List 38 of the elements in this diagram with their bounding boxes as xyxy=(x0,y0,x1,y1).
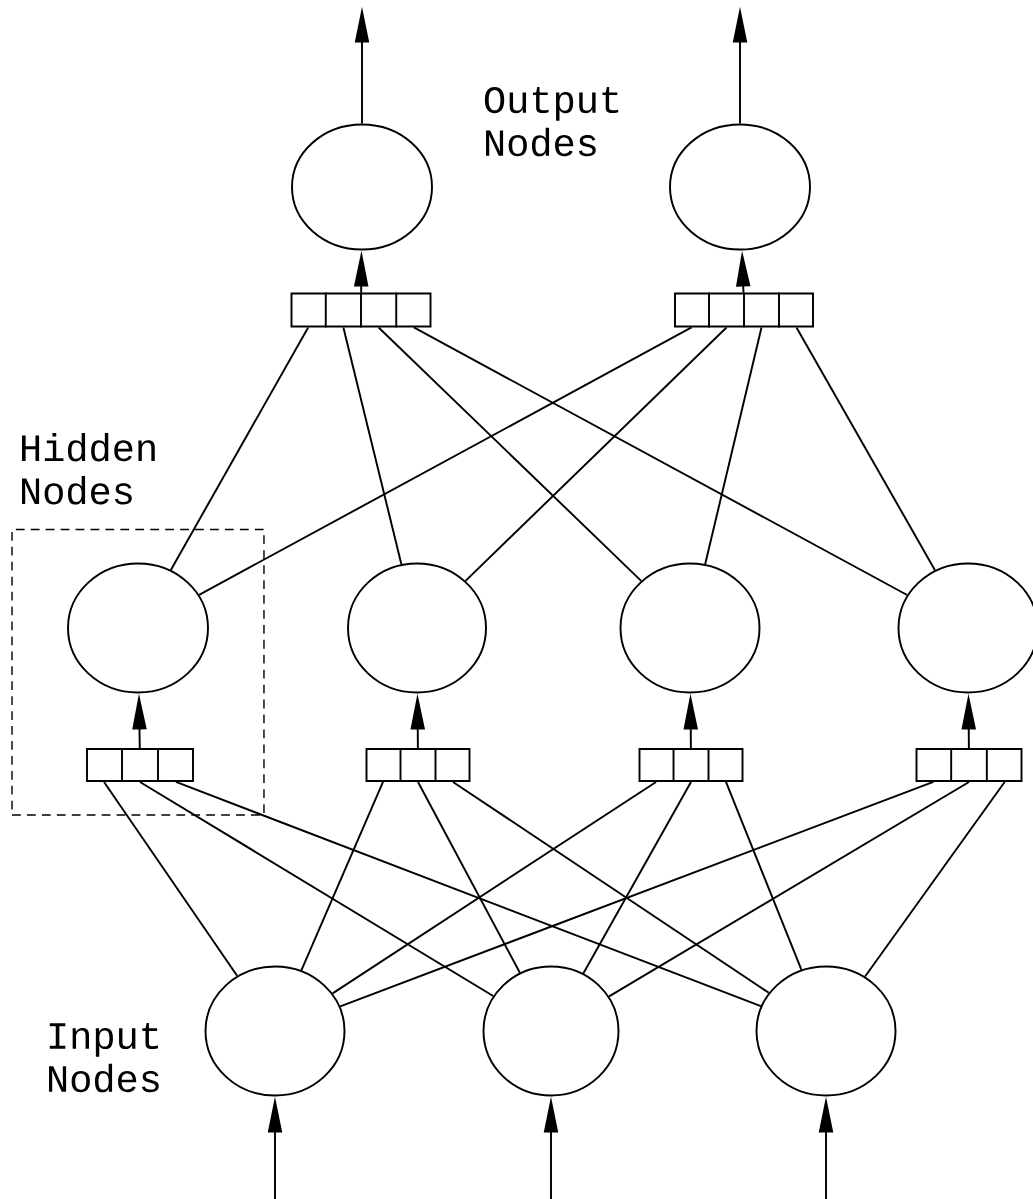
weight-vector-box xyxy=(290,291,432,329)
connection-line xyxy=(864,781,1006,978)
connection-line xyxy=(169,326,310,571)
connection-line xyxy=(300,781,384,972)
connection-line xyxy=(342,326,403,566)
weight-vector-box xyxy=(86,747,194,783)
neuron-circle xyxy=(347,562,487,694)
connection-line xyxy=(417,781,521,974)
neuron-circle xyxy=(67,562,209,694)
weight-vector-box xyxy=(365,747,471,783)
weight-vector-box xyxy=(638,747,744,783)
neuron-circle xyxy=(669,123,811,251)
connection-line xyxy=(175,781,762,1007)
connection-line xyxy=(704,326,763,566)
neuron-circle xyxy=(204,965,346,1097)
connection-line xyxy=(464,326,728,582)
connection-line xyxy=(452,781,770,994)
connection-line xyxy=(582,781,692,975)
connection-line xyxy=(725,781,803,971)
layer-label: Hidden Nodes xyxy=(22,432,155,505)
neuron-circle xyxy=(291,123,433,251)
connection-line xyxy=(339,781,935,1008)
connection-line xyxy=(331,781,657,995)
connection-line xyxy=(198,326,693,596)
weight-vector-box xyxy=(915,747,1023,783)
layer-label: Input Nodes xyxy=(49,1022,159,1093)
connection-line xyxy=(103,781,239,977)
weight-vector-box xyxy=(674,291,814,329)
connection-line xyxy=(139,781,495,997)
neuron-circle xyxy=(755,965,897,1097)
neuron-circle xyxy=(482,965,620,1097)
neuron-circle xyxy=(619,562,761,694)
connection-line xyxy=(377,326,643,582)
connection-line xyxy=(412,326,909,596)
connection-line xyxy=(608,781,970,998)
connection-line xyxy=(795,326,936,572)
layer-label: Output Nodes xyxy=(484,86,619,157)
dashed-frame xyxy=(11,528,265,816)
